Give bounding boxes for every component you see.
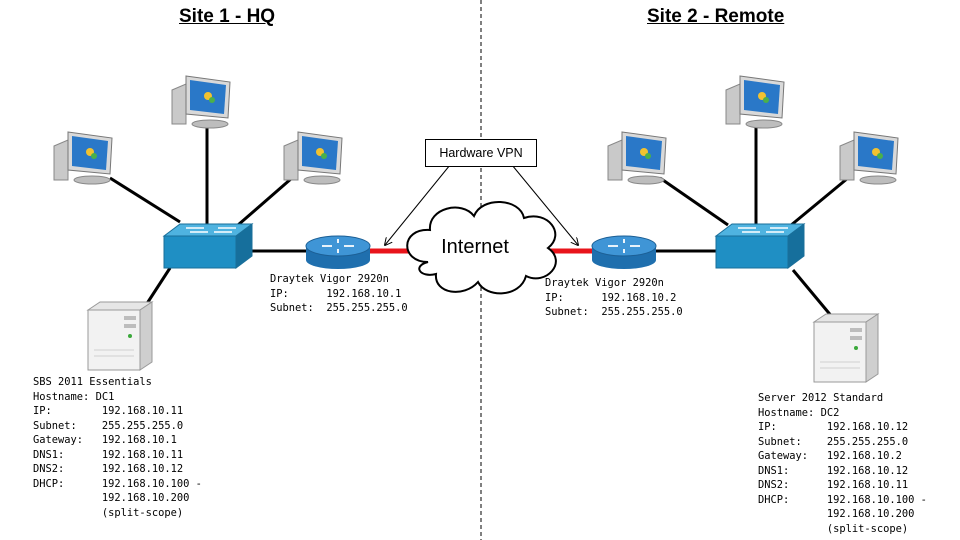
dhcp-label: DHCP: [758,493,790,506]
router-hq-info: Draytek Vigor 2920n IP: 192.168.10.1 Sub… [270,272,408,316]
server-dhcp-note: (split-scope) [826,522,909,535]
server-ip: 192.168.10.12 [826,421,909,433]
router-icon [591,235,657,269]
server-dhcp-start: 192.168.10.100 - [101,477,202,490]
router-ip: 192.168.10.1 [326,287,402,300]
server-hostname: DC1 [95,390,115,403]
dns1-label: DNS1: [33,448,65,461]
link-remote-pc-right [789,176,849,228]
server-remote-info: Server 2012 Standard Hostname: DC2 IP: 1… [758,391,927,536]
router-subnet: 255.255.255.0 [326,302,408,314]
subnet-label: Subnet: [33,419,77,432]
router-ip: 192.168.10.2 [601,291,677,304]
link-hq-server [144,267,172,306]
server-tower-icon [86,301,154,371]
vpn-label: Hardware VPN [439,146,523,160]
ip-label: IP: [758,421,777,433]
workstation-icon [53,131,113,185]
hostname-label: Hostname: [758,406,815,419]
internet-label: Internet [441,236,509,258]
dhcp-label: DHCP: [33,477,65,490]
vpn-callout-left [385,164,451,245]
dns1-label: DNS1: [758,464,790,477]
server-dns1: 192.168.10.11 [101,448,184,461]
router-icon [305,235,371,269]
server-title: Server 2012 Standard [758,392,884,404]
server-ip: 192.168.10.11 [101,405,184,417]
workstation-icon [171,75,231,129]
router-remote-info: Draytek Vigor 2920n IP: 192.168.10.2 Sub… [545,276,683,320]
gateway-label: Gateway: [758,450,809,462]
vpn-label-box: Hardware VPN [425,139,537,167]
subnet-label: Subnet: [270,302,314,314]
router-subnet: 255.255.255.0 [601,306,683,318]
site-hq-title: Site 1 - HQ [179,6,276,27]
dns2-label: DNS2: [758,479,790,491]
site-remote-title: Site 2 - Remote [647,6,785,27]
subnet-label: Subnet: [545,306,589,318]
server-subnet: 255.255.255.0 [826,435,909,448]
link-remote-server [791,269,835,319]
ip-label: IP: [33,405,52,417]
server-gateway: 192.168.10.2 [826,450,902,462]
server-dhcp-end: 192.168.10.200 [826,508,915,520]
workstation-icon [725,75,785,129]
hostname-label: Hostname: [33,390,90,403]
server-hostname: DC2 [820,406,840,419]
server-title: SBS 2011 Essentials [33,376,152,388]
server-tower-icon [812,313,880,383]
server-hq-info: SBS 2011 Essentials Hostname: DC1 IP: 19… [33,375,202,520]
vpn-callout-right [511,164,578,245]
workstation-icon [607,131,667,185]
ip-label: IP: [545,291,564,304]
link-hq-pc-right [237,176,293,227]
server-subnet: 255.255.255.0 [101,419,184,432]
dns2-label: DNS2: [33,463,65,475]
network-switch-icon [714,223,806,269]
server-dns2: 192.168.10.11 [826,479,909,491]
link-remote-pc-left [659,176,729,227]
subnet-label: Subnet: [758,435,802,448]
server-dhcp-end: 192.168.10.200 [101,492,190,504]
network-switch-icon [162,223,254,269]
gateway-label: Gateway: [33,434,84,446]
ip-label: IP: [270,287,289,300]
server-dhcp-note: (split-scope) [101,506,184,519]
server-dns2: 192.168.10.12 [101,463,184,475]
router-model: Draytek Vigor 2920n [270,273,389,285]
server-gateway: 192.168.10.1 [101,434,177,446]
link-hq-pc-left [109,176,181,224]
internet-cloud-icon [406,201,557,295]
workstation-icon [283,131,343,185]
router-model: Draytek Vigor 2920n [545,277,664,289]
workstation-icon [839,131,899,185]
server-dns1: 192.168.10.12 [826,464,909,477]
server-dhcp-start: 192.168.10.100 - [826,493,927,506]
